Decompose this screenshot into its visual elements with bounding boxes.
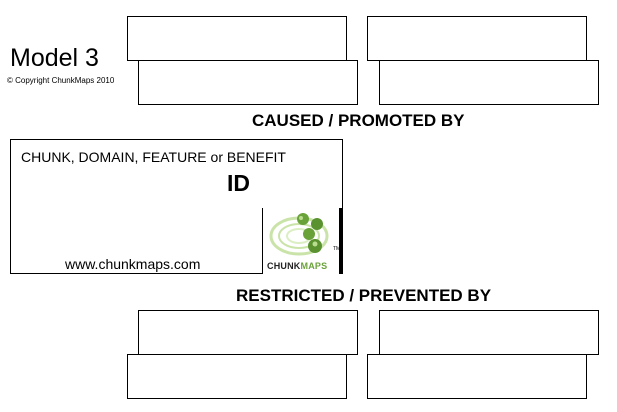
logo-wordmark-maps: MAPS	[300, 261, 328, 271]
card-id: ID	[227, 170, 250, 196]
chunkmaps-logo-icon	[269, 213, 329, 256]
caused-promoted-heading: CAUSED / PROMOTED BY	[252, 111, 465, 130]
logo-wordmark: CHUNKMAPS	[267, 261, 327, 271]
restricted-prevented-heading: RESTRICTED / PREVENTED BY	[236, 286, 492, 305]
restricted-box-1[interactable]	[138, 310, 358, 355]
caused-box-3[interactable]	[138, 60, 358, 105]
caused-box-1[interactable]	[127, 16, 347, 61]
copyright-notice: © Copyright ChunkMaps 2010	[7, 76, 115, 85]
center-chunk-card: CHUNK, DOMAIN, FEATURE or BENEFIT ID www…	[10, 139, 343, 274]
restricted-box-3[interactable]	[127, 354, 347, 399]
caused-box-4[interactable]	[379, 60, 599, 105]
card-url[interactable]: www.chunkmaps.com	[65, 256, 201, 272]
logo-wordmark-chunk: CHUNK	[267, 261, 301, 271]
model-title: Model 3	[10, 44, 99, 72]
restricted-box-2[interactable]	[379, 310, 599, 355]
chunkmaps-logo: TM CHUNKMAPS	[262, 208, 342, 274]
caused-box-2[interactable]	[367, 16, 587, 61]
restricted-box-4[interactable]	[367, 354, 587, 399]
trademark-mark: TM	[333, 246, 341, 252]
card-label: CHUNK, DOMAIN, FEATURE or BENEFIT	[21, 149, 286, 165]
